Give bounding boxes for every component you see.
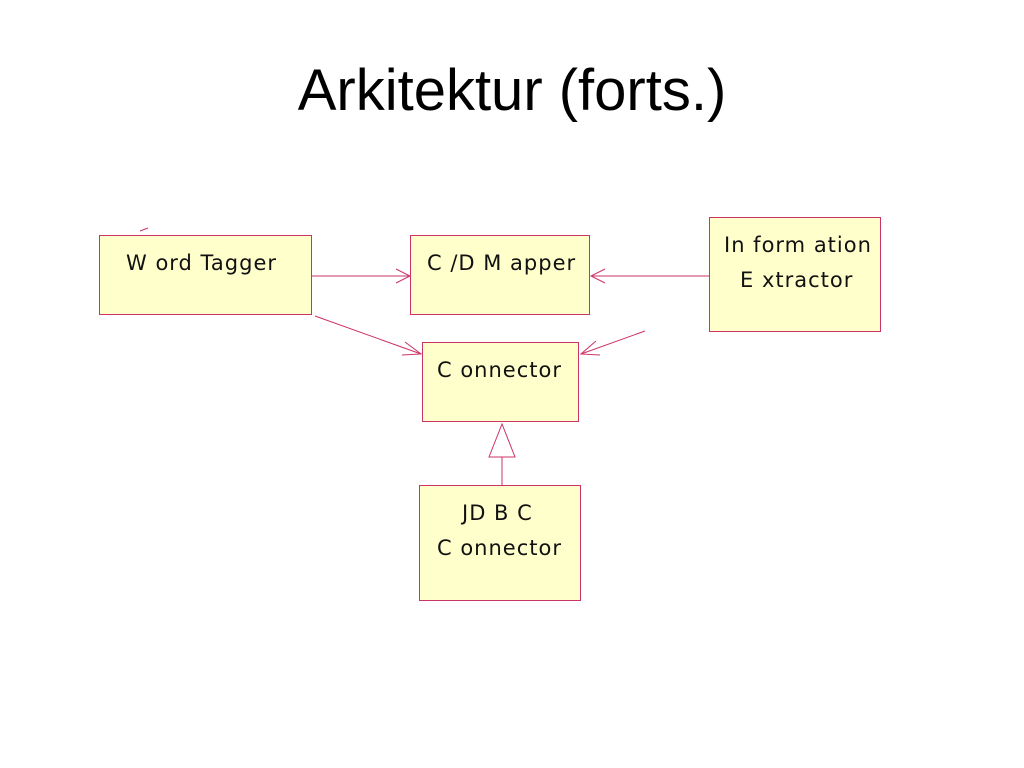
arrow-info-extractor-to-connector [579,330,646,356]
word-tagger-label: W ord Tagger [126,251,277,275]
jdbc-connector-label-line1: JD B C [462,501,533,525]
arrow-word-tagger-to-cd-mapper [312,268,412,284]
arrow-word-tagger-to-connector [314,315,423,356]
jdbc-connector-box: JD B C C onnector [419,485,581,601]
information-extractor-label-line1: In form ation [724,233,872,257]
inheritance-jdbc-to-connector [488,422,516,485]
cd-mapper-box: C /D M apper [410,235,590,315]
jdbc-connector-label-line2: C onnector [437,536,562,560]
stray-tick-mark [139,227,149,232]
word-tagger-box: W ord Tagger [99,235,312,315]
connector-label: C onnector [437,358,562,382]
information-extractor-label-line2: E xtractor [740,268,854,292]
information-extractor-box: In form ation E xtractor [709,217,881,332]
arrow-info-extractor-to-cd-mapper [589,268,709,284]
slide-title: Arkitektur (forts.) [297,58,727,123]
cd-mapper-label: C /D M apper [427,251,577,275]
connector-box: C onnector [422,342,579,422]
